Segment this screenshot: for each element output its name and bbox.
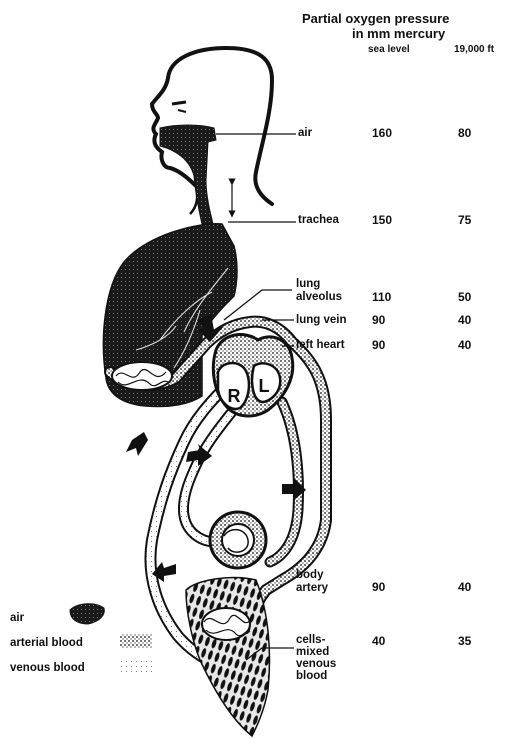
row-label-body-artery-line1: body: [296, 569, 323, 581]
row-label-left-heart: left heart: [296, 339, 345, 351]
legend-swatch-venous-blood: [120, 660, 152, 674]
row-label-cells-line1: cells-: [296, 634, 325, 646]
value-alveolus-altitude: 50: [458, 291, 471, 304]
row-label-cells-line2: mixed: [296, 646, 329, 658]
value-lung-vein-sea-level: 90: [372, 314, 385, 327]
legend-swatch-air: [70, 604, 104, 624]
eye: [178, 110, 186, 112]
value-air-altitude: 80: [458, 127, 471, 140]
value-cells-altitude: 35: [458, 635, 471, 648]
flow-arrow: [126, 432, 148, 456]
muscle-tissue: [186, 578, 270, 736]
value-left-heart-sea-level: 90: [372, 339, 385, 352]
value-cells-sea-level: 40: [372, 635, 385, 648]
legend-label-venous-blood: venous blood: [10, 662, 85, 674]
row-label-lung-alveolus-line1: lung: [296, 278, 320, 290]
value-alveolus-sea-level: 110: [372, 291, 391, 304]
row-label-cells-line4: blood: [296, 670, 327, 682]
row-label-body-artery-line2: artery: [296, 582, 328, 594]
row-label-cells-line3: venous: [296, 658, 336, 670]
table-title-line1: Partial oxygen pressure: [302, 12, 449, 26]
value-lung-vein-altitude: 40: [458, 314, 471, 327]
legend-swatch-arterial-blood: [120, 634, 152, 648]
table-title-line2: in mm mercury: [352, 27, 445, 41]
value-body-artery-sea-level: 90: [372, 581, 385, 594]
row-label-lung-vein: lung vein: [296, 314, 346, 326]
value-air-sea-level: 160: [372, 127, 392, 140]
value-body-artery-altitude: 40: [458, 581, 471, 594]
muscle-capillary-bed: [202, 608, 250, 640]
eyebrow: [172, 102, 186, 104]
column-header-sea-level: sea level: [368, 45, 410, 56]
row-label-trachea: trachea: [298, 214, 339, 226]
value-trachea-sea-level: 150: [372, 214, 392, 227]
lung-capillary-bed: [112, 362, 172, 390]
heart-right-label: R: [228, 386, 241, 406]
legend-label-air: air: [10, 612, 24, 624]
heart-left-label: L: [259, 376, 270, 396]
column-header-altitude: 19,000 ft: [454, 45, 494, 56]
value-left-heart-altitude: 40: [458, 339, 471, 352]
organ-capillary-inner: [222, 524, 254, 556]
value-trachea-altitude: 75: [458, 214, 471, 227]
row-label-air: air: [298, 127, 312, 139]
legend-label-arterial-blood: arterial blood: [10, 637, 83, 649]
row-label-lung-alveolus-line2: alveolus: [296, 291, 342, 303]
